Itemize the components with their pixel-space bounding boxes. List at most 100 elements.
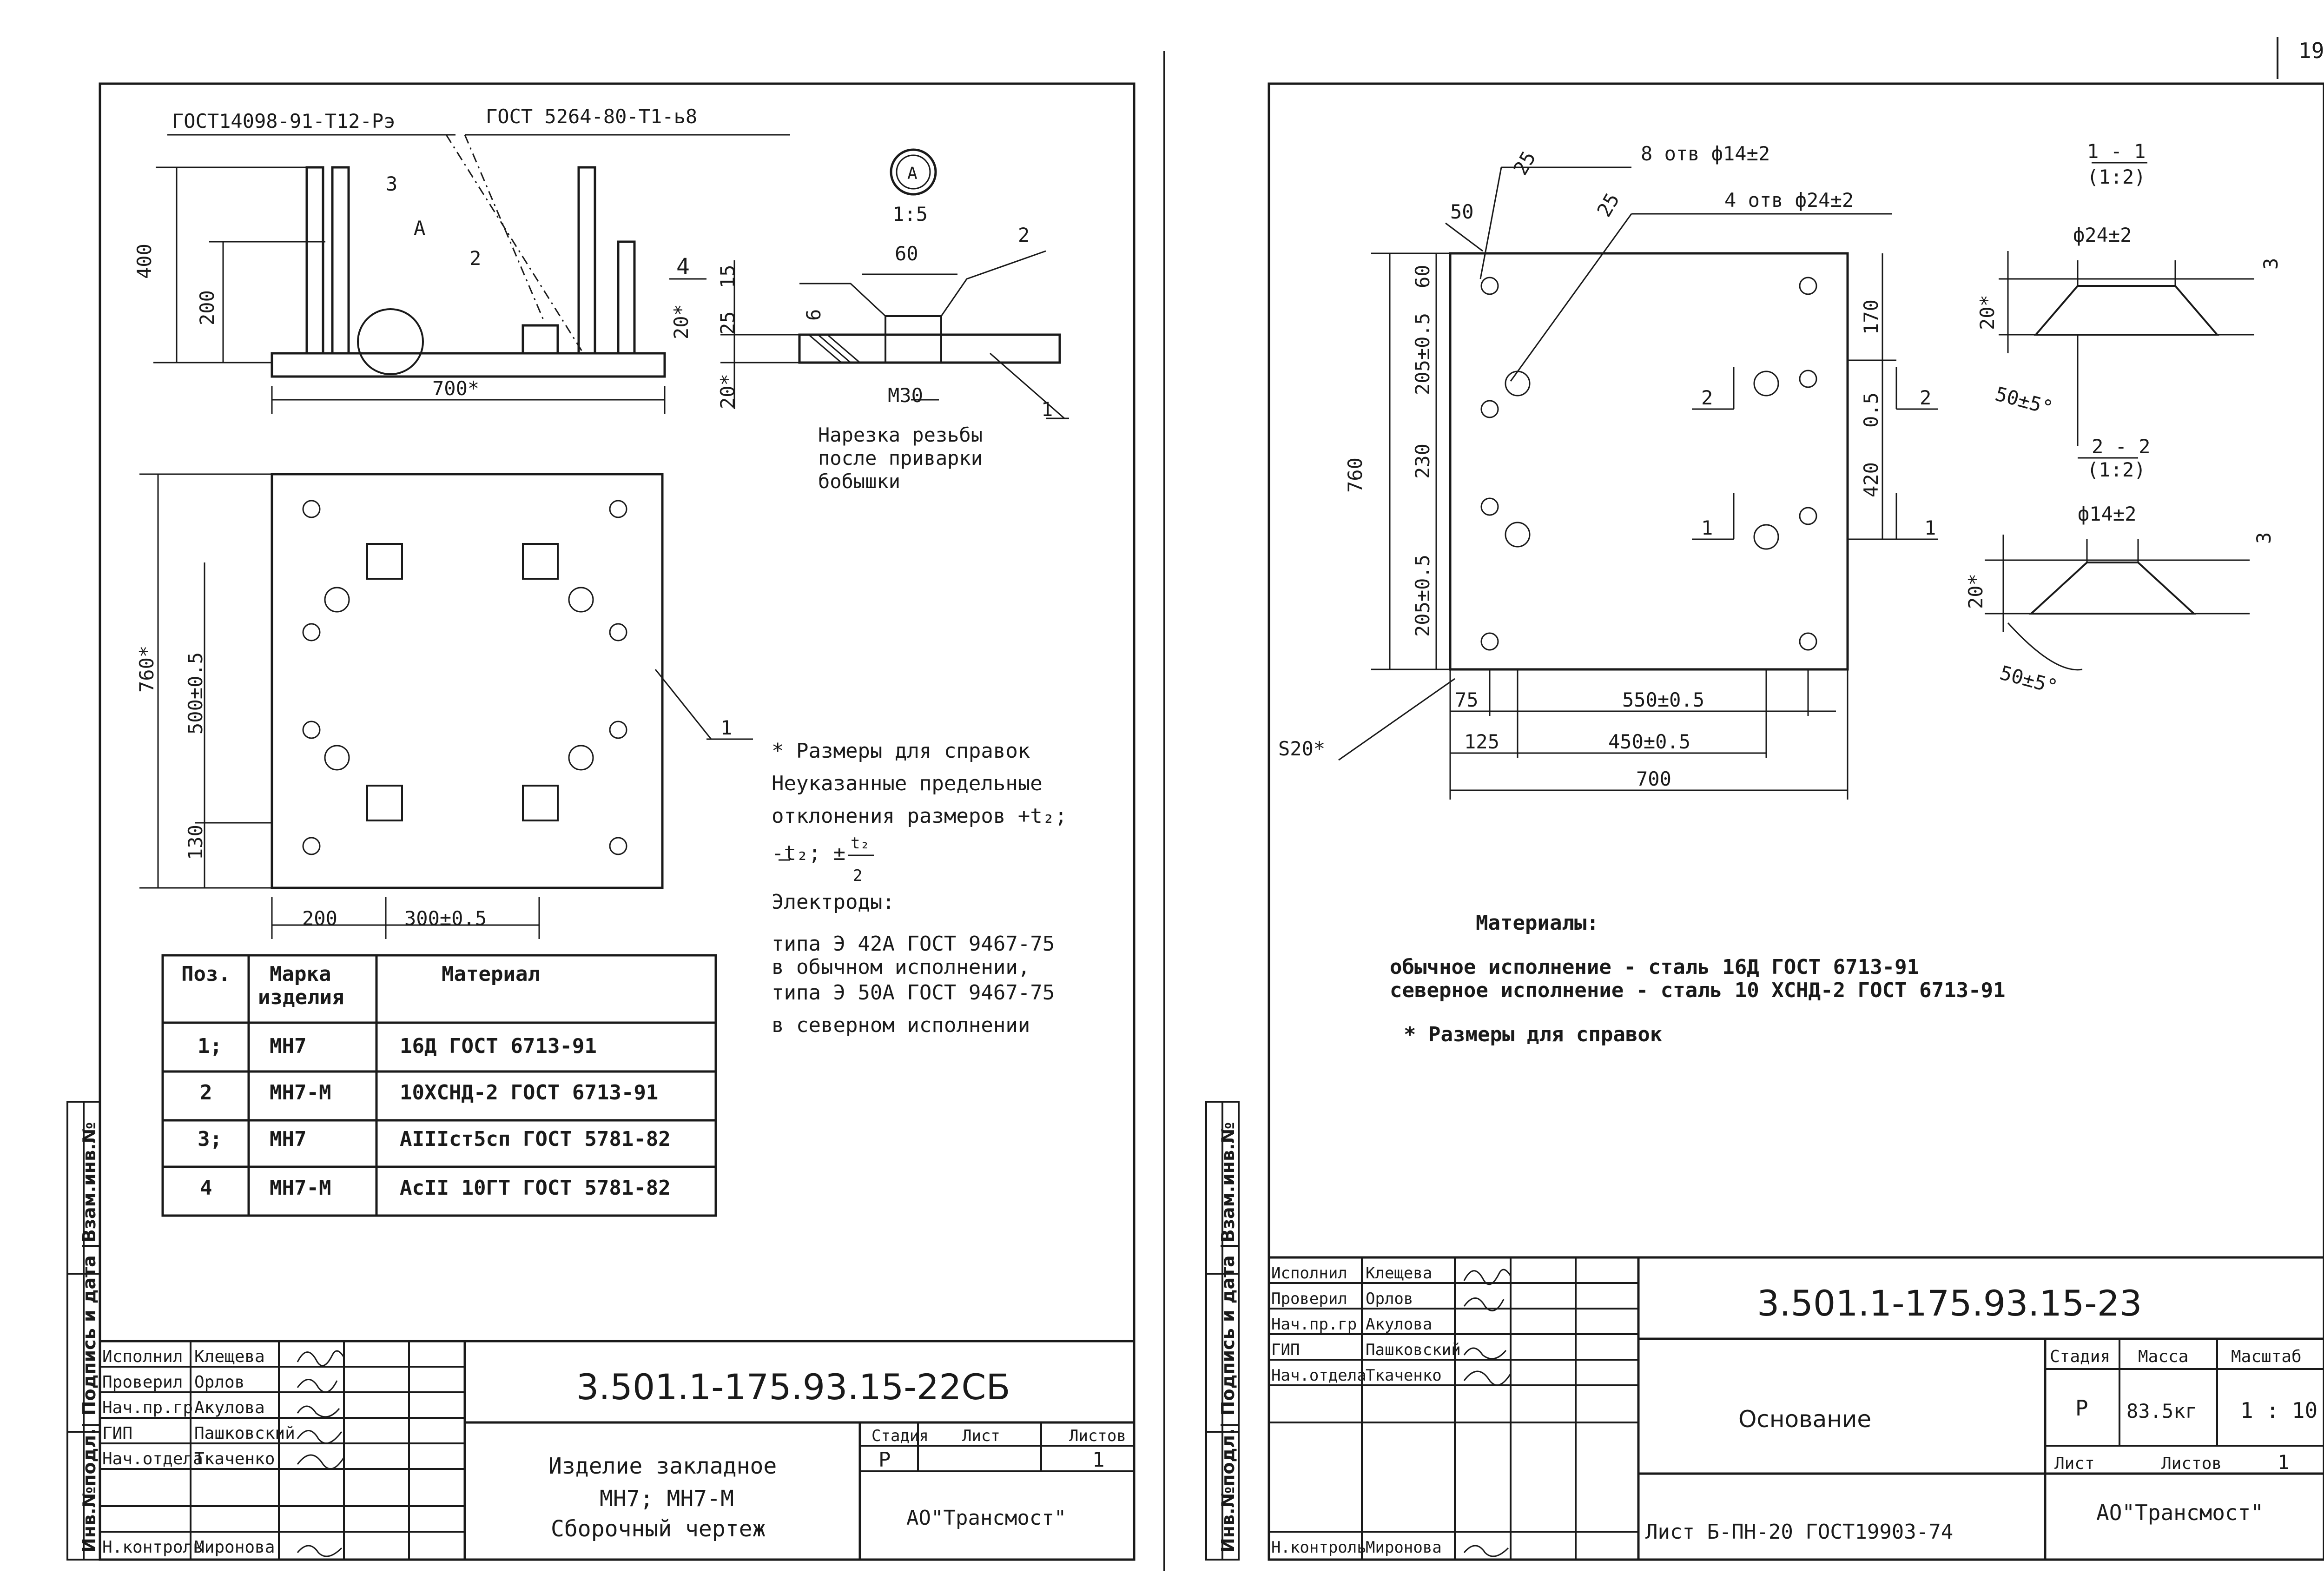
- left-note-8: типа Э 50А ГОСТ 9467-75: [772, 981, 1055, 1005]
- left-dim-15: 15: [716, 265, 739, 288]
- left-note-6: типа Э 42А ГОСТ 9467-75: [772, 932, 1055, 956]
- left-scale-1-5: 1:5: [892, 203, 928, 225]
- left-tb-name-7: Миронова: [194, 1538, 275, 1557]
- left-tb-sheets-header: Листов: [1069, 1427, 1126, 1445]
- section-2-thickness: 20*: [1964, 574, 1987, 609]
- section-1-depth: 3: [2259, 258, 2282, 270]
- left-tb-role-2: Проверил: [102, 1373, 183, 1392]
- left-detail-a-circle-label: А: [907, 164, 918, 183]
- right-cut-1-left: 1: [1701, 516, 1713, 539]
- right-dim-550: 550±0.5: [1622, 688, 1704, 711]
- right-title: Основание: [1738, 1406, 1871, 1433]
- left-note-5: Электроды:: [772, 890, 895, 914]
- left-dim-760: 760*: [135, 646, 158, 693]
- left-tb-sheets: 1: [1092, 1448, 1105, 1472]
- left-tb-name-1: Клещева: [194, 1347, 265, 1366]
- right-dim-760: 760: [1344, 457, 1367, 493]
- section-2-scale: (1:2): [2087, 458, 2146, 481]
- spec-row-2-mark: МН7-М: [270, 1081, 331, 1105]
- section-2-diameter: ф14±2: [2078, 503, 2136, 525]
- left-title-1: Изделие закладное: [548, 1453, 777, 1479]
- left-signatures: [297, 1350, 345, 1557]
- right-material-1: обычное исполнение - сталь 16Д ГОСТ 6713…: [1390, 955, 1919, 979]
- left-title-block-grid: [100, 1340, 1134, 1560]
- right-holes-4: 4 отв ф24±2: [1724, 189, 1854, 212]
- right-tb-blank-ref: Лист Б-ПН-20 ГОСТ19903-74: [1645, 1520, 1953, 1544]
- left-dim-700: 700*: [432, 377, 479, 400]
- left-pos-2b: 2: [1018, 224, 1030, 246]
- spec-row-4-material: АсII 10ГТ ГОСТ 5781-82: [400, 1176, 671, 1200]
- left-dim-6: 6: [802, 309, 825, 321]
- spec-row-4-pos: 4: [200, 1176, 212, 1200]
- page-number: 19: [2298, 38, 2324, 63]
- right-material-2: северное исполнение - сталь 10 ХСНД-2 ГО…: [1390, 979, 2006, 1002]
- right-dim-60: 60: [1411, 265, 1434, 288]
- spec-row-4-mark: МН7-М: [270, 1176, 331, 1200]
- left-gost-weld-2: ГОСТ 5264-80-Т1-ь8: [486, 105, 697, 128]
- right-tb-role-3: Нач.пр.гр: [1271, 1315, 1357, 1334]
- left-dim-4: 4: [676, 254, 690, 280]
- right-title-block-grid: [1269, 1256, 2324, 1560]
- right-tb-name-3: Акулова: [1366, 1315, 1432, 1334]
- left-tb-role-1: Исполнил: [102, 1347, 183, 1366]
- spec-row-1-mark: МН7: [270, 1034, 306, 1058]
- spec-row-2-material: 10ХСНД-2 ГОСТ 6713-91: [400, 1081, 658, 1105]
- left-elevation-view: [153, 134, 790, 414]
- right-holes-8: 8 отв ф14±2: [1641, 142, 1770, 165]
- left-sheet-frame: [99, 82, 1136, 1561]
- right-dim-25b: 25: [1592, 189, 1624, 221]
- left-thread-note-2: после приварки: [818, 447, 983, 470]
- left-tb-role-7: Н.контроль: [102, 1538, 203, 1557]
- left-dim-130: 130: [184, 825, 207, 860]
- section-2-title: 2 - 2: [2092, 435, 2150, 458]
- right-tb-scale-header: Масштаб: [2231, 1347, 2302, 1366]
- right-side-stamp-grid: [1205, 1101, 1240, 1561]
- spec-row-3-material: АIIIст5сп ГОСТ 5781-82: [400, 1127, 671, 1151]
- right-dim-205b: 205±0.5: [1411, 555, 1434, 637]
- spec-header-pos: Поз.: [181, 962, 231, 986]
- left-tb-name-2: Орлов: [194, 1373, 244, 1392]
- right-tb-scale: 1 : 10: [2240, 1398, 2317, 1423]
- left-detail-a: [720, 148, 1069, 419]
- left-tb-stage-header: Стадия: [872, 1427, 929, 1445]
- right-dim-170: 170: [1860, 299, 1882, 335]
- left-dim-60: 60: [895, 242, 918, 265]
- right-cut-1-right: 1: [1924, 516, 1936, 539]
- left-plan-view: [139, 473, 790, 939]
- right-dim-230: 230: [1411, 443, 1434, 479]
- left-note-3: отклонения размеров +t₂;: [772, 804, 1067, 828]
- right-dim-50: 50: [1450, 200, 1474, 223]
- right-dim-205a: 205±0.5: [1411, 313, 1434, 395]
- left-tb-role-3: Нач.пр.гр: [102, 1398, 193, 1417]
- left-tb-sheet-header: Лист: [962, 1427, 1000, 1445]
- right-tb-name-5: Ткаченко: [1366, 1366, 1442, 1385]
- right-tb-role-1: Исполнил: [1271, 1264, 1347, 1283]
- left-gost-weld-1: ГОСТ14098-91-Т12-Рэ: [172, 110, 395, 132]
- section-1-scale: (1:2): [2087, 165, 2146, 188]
- right-dim-0-5: 0.5: [1860, 392, 1882, 428]
- left-note-7: в обычном исполнении,: [772, 955, 1030, 979]
- section-1-angle: 50±5°: [1993, 382, 2055, 419]
- left-dim-20b: 20*: [716, 374, 739, 409]
- right-cut-2-right: 2: [1920, 386, 1931, 409]
- right-doc-code: 3.501.1-175.93.15-23: [1757, 1283, 2142, 1324]
- right-tb-sheets: 1: [2278, 1451, 2289, 1474]
- right-tb-name-1: Клещева: [1366, 1264, 1432, 1283]
- left-title-3: Сборочный чертеж: [551, 1516, 766, 1542]
- right-tb-name-4: Пашковский: [1366, 1341, 1461, 1359]
- right-dim-125: 125: [1464, 730, 1499, 753]
- left-dim-200: 200: [196, 290, 218, 325]
- left-dim-500: 500±0.5: [184, 652, 207, 734]
- left-tb-name-5: Ткаченко: [194, 1449, 275, 1468]
- left-note-2: Неуказанные предельные: [772, 772, 1043, 795]
- left-side-stamp-grid: [66, 1101, 101, 1561]
- right-materials-title: Материалы:: [1476, 911, 1599, 935]
- left-title-2: МН7; МН7-М: [600, 1486, 734, 1512]
- right-dim-700: 700: [1636, 767, 1671, 790]
- left-note-4: -t₂; ±: [772, 841, 845, 865]
- right-dim-420: 420: [1860, 462, 1882, 497]
- right-dim-450: 450±0.5: [1608, 730, 1690, 753]
- left-tb-role-4: ГИП: [102, 1424, 132, 1443]
- right-signatures: [1463, 1269, 1512, 1557]
